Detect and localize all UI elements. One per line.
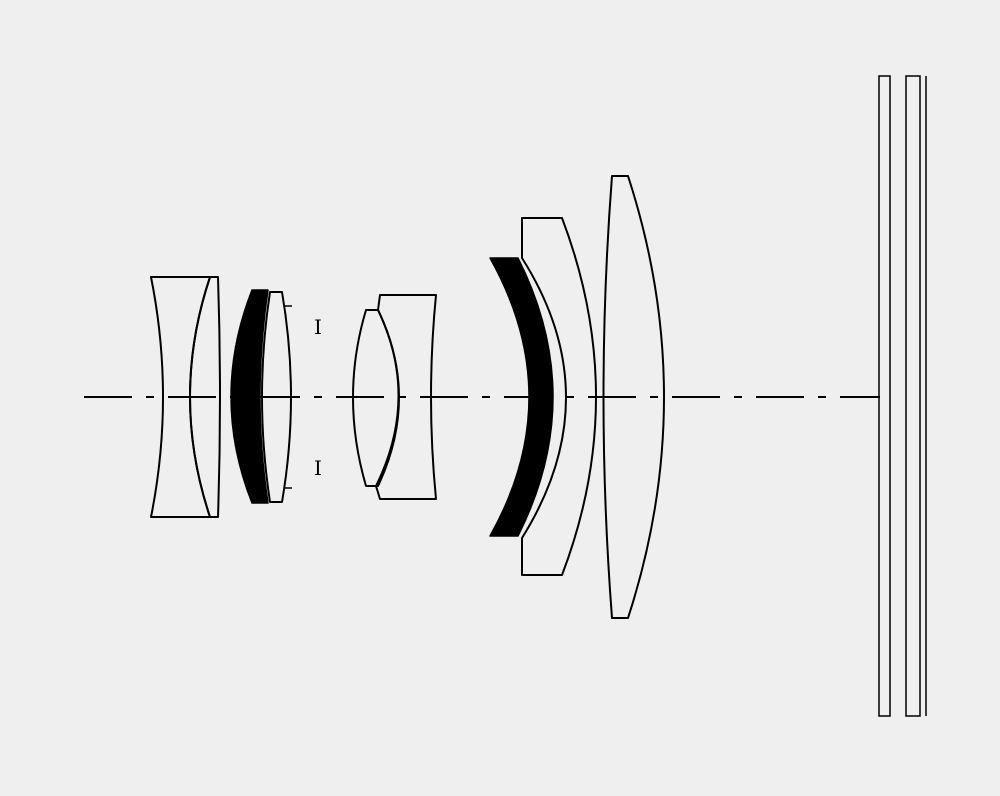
stop-mark-upper: I [314, 315, 322, 339]
lens-group-2 [230, 289, 292, 504]
lens-group-3 [352, 294, 437, 500]
lens-group-1 [150, 276, 221, 518]
filter-plate-1 [878, 75, 891, 717]
lens-element-6 [375, 294, 437, 500]
lens-element-8 [521, 217, 597, 576]
lens-group-4 [489, 175, 665, 619]
filter-plates [878, 75, 927, 717]
filter-plate-2 [905, 75, 921, 717]
stop-mark-lower: I [314, 456, 322, 480]
lens-element-4 [261, 291, 292, 503]
lens-element-3-filled [230, 289, 269, 504]
lens-element-9 [602, 175, 665, 619]
lens-element-7-filled [489, 257, 554, 537]
lens-element-2 [189, 276, 221, 518]
